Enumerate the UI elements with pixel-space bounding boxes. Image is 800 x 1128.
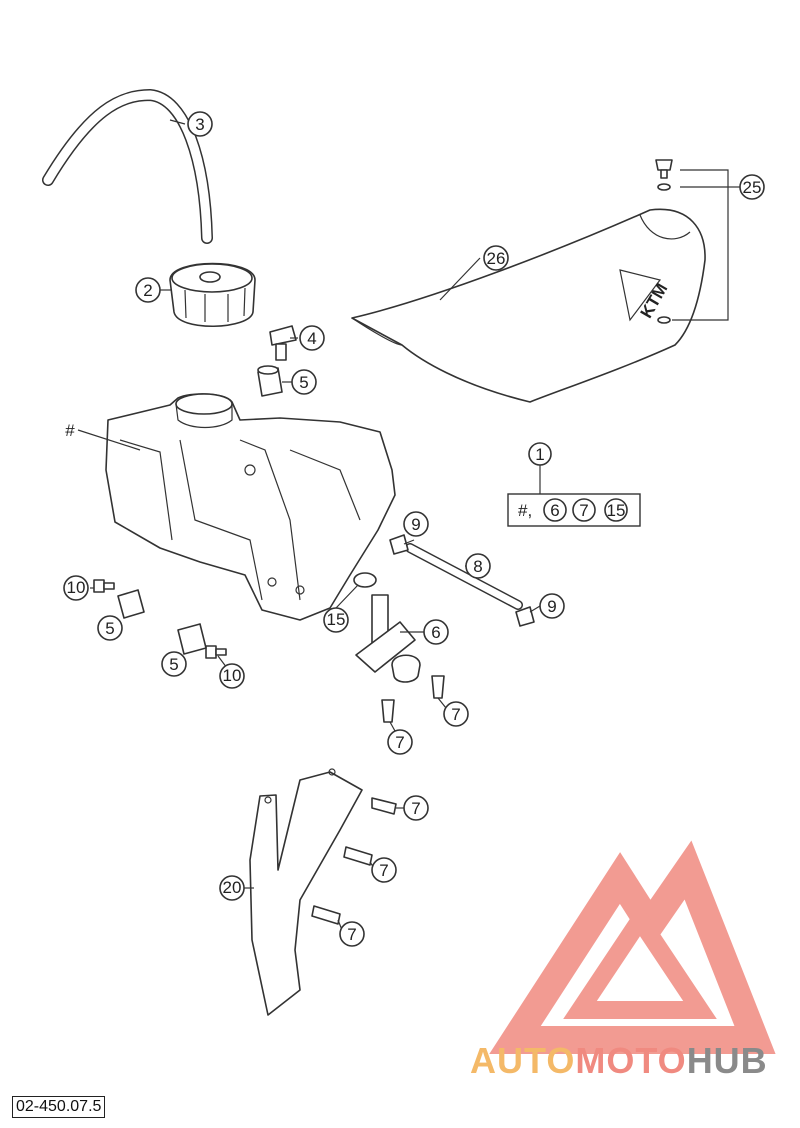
watermark-brand-text: AUTOMOTOHUB: [470, 1040, 768, 1082]
callout-15-label: 15: [327, 610, 346, 629]
callout-6: 6: [423, 619, 449, 645]
screw-7-a: [431, 675, 445, 699]
callout-9-top: 9: [403, 511, 429, 537]
callout-20: 20: [219, 875, 245, 901]
rubber-bushing-left-bottom: [177, 623, 207, 655]
callout-7-e: 7: [339, 921, 365, 947]
callout-10-bottom: 10: [219, 663, 245, 689]
diagram-code: 02-450.07.5: [12, 1096, 106, 1118]
callout-3-label: 3: [195, 115, 204, 134]
kit-box: #, 6 7 15: [507, 493, 641, 527]
screw-7-c: [371, 797, 397, 815]
kit-box-item-6: 6: [550, 501, 559, 520]
tank-screw: [269, 325, 297, 361]
callout-7-e-label: 7: [347, 925, 356, 944]
callout-6-label: 6: [431, 623, 440, 642]
seat-screw: [655, 159, 673, 324]
callout-5-left-bottom-label: 5: [169, 655, 178, 674]
callout-10-top-label: 10: [67, 578, 86, 597]
callout-7-c-label: 7: [411, 799, 420, 818]
callout-10-top: 10: [63, 575, 89, 601]
screw-left-bottom: [205, 645, 227, 659]
side-cover: [249, 768, 363, 1016]
callout-8-label: 8: [473, 557, 482, 576]
callout-4: 4: [299, 325, 325, 351]
callout-8: 8: [465, 553, 491, 579]
callout-7-d-label: 7: [379, 861, 388, 880]
callout-10-bottom-label: 10: [223, 666, 242, 685]
fuel-tank-cap: [169, 262, 256, 327]
callout-hash: #: [65, 421, 75, 440]
screw-7-b: [381, 699, 395, 723]
callout-7-b-label: 7: [395, 733, 404, 752]
fuel-tank: [105, 393, 396, 621]
callout-5-top: 5: [291, 369, 317, 395]
callout-20-label: 20: [223, 878, 242, 897]
kit-box-item-15: 15: [607, 501, 626, 520]
screw-left-top: [93, 579, 115, 593]
callout-1: 1: [528, 442, 552, 466]
rubber-bushing-top: [257, 365, 283, 397]
callout-5-left-bottom: 5: [161, 651, 187, 677]
callout-5-left-top: 5: [97, 615, 123, 641]
callout-15: 15: [323, 607, 349, 633]
watermark-logo-mark: [489, 840, 776, 1054]
callout-7-c: 7: [403, 795, 429, 821]
fuel-tap: [355, 594, 421, 683]
callout-26-label: 26: [487, 249, 506, 268]
callout-9-top-label: 9: [411, 515, 420, 534]
watermark-moto: MOTO: [575, 1040, 687, 1081]
callout-7-a-label: 7: [451, 705, 460, 724]
callout-7-a: 7: [443, 701, 469, 727]
watermark-hub: HUB: [686, 1040, 768, 1081]
callout-4-label: 4: [307, 329, 316, 348]
callout-7-d: 7: [371, 857, 397, 883]
callout-9-bottom-label: 9: [547, 597, 556, 616]
callout-hash-label: #: [65, 421, 75, 440]
callout-25-label: 25: [743, 178, 762, 197]
seat: [351, 208, 706, 403]
kit-box-item-7: 7: [579, 501, 588, 520]
callout-25: 25: [739, 174, 765, 200]
screw-7-e: [311, 905, 341, 925]
hose-clamp-bottom: [515, 606, 535, 627]
callout-2: 2: [135, 277, 161, 303]
callout-2-label: 2: [143, 281, 152, 300]
callout-3: 3: [187, 111, 213, 137]
screw-7-d: [343, 846, 373, 866]
callout-7-b: 7: [387, 729, 413, 755]
callout-1-label: 1: [535, 445, 544, 464]
callout-9-bottom: 9: [539, 593, 565, 619]
fuel-hose: [405, 543, 523, 610]
breather-hose: [42, 88, 213, 244]
callout-5-top-label: 5: [299, 373, 308, 392]
callout-5-left-top-label: 5: [105, 619, 114, 638]
o-ring: [353, 572, 377, 588]
hose-clamp-top: [389, 534, 409, 555]
kit-box-hash: #,: [518, 501, 532, 520]
watermark-auto: AUTO: [470, 1040, 576, 1081]
rubber-bushing-left-top: [117, 589, 145, 619]
callout-26: 26: [483, 245, 509, 271]
